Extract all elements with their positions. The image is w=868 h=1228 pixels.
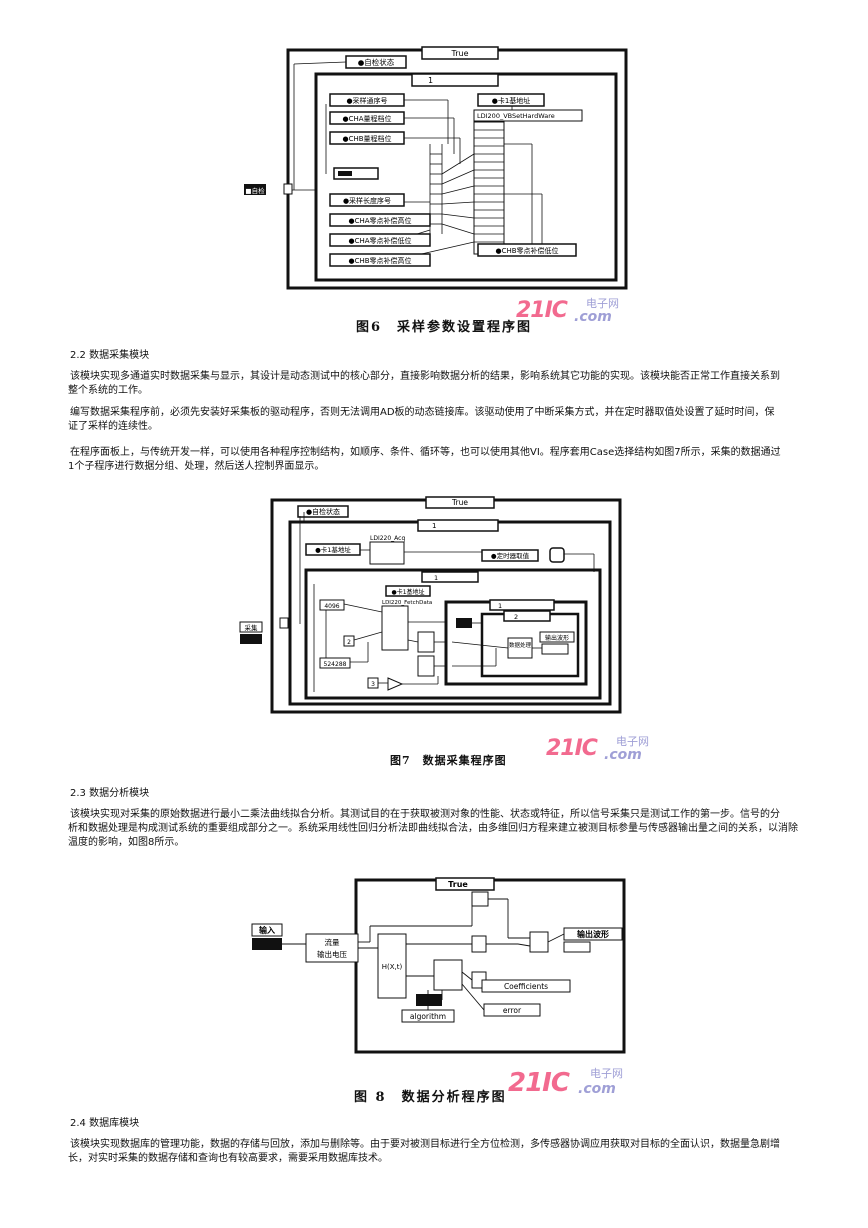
- watermark-1: 21IC 电子网 .com: [516, 298, 619, 324]
- fig6-self-check: ●自检状态: [358, 57, 395, 67]
- fig7-inner-case: 1: [434, 574, 438, 582]
- section-2-2-paragraph-3: 在程序面板上，与传统开发一样，可以使用各种程序控制结构，如顺序、条件、循环等，也…: [68, 447, 781, 472]
- figure-8-diagram: True 输入 流量 输出电压 H(X,t) 输出波形 Coefficients…: [246, 872, 636, 1058]
- fig8-coefficients: Coefficients: [504, 982, 548, 991]
- fig7-timer: ●定时器取值: [491, 551, 530, 560]
- section-2-2-paragraph-2: 编写数据采集程序前，必须先安装好采集板的驱动程序，否则无法调用AD板的动态链接库…: [68, 407, 775, 432]
- fig7-output-wave: 输出波形: [545, 634, 569, 642]
- fig7-const-524288: 524288: [324, 661, 347, 668]
- fig7-case-true: True: [451, 498, 468, 507]
- fig8-algorithm: algorithm: [410, 1012, 446, 1021]
- fig6-sample-length: ●采样长度序号: [343, 196, 391, 205]
- fig6-case-true: True: [451, 49, 469, 58]
- fig7-const-4096: 4096: [324, 603, 339, 610]
- fig6-cha-zero-low: ●CHA零点补偿低位: [348, 236, 411, 245]
- figure-7-caption: 图7 数据采集程序图: [390, 754, 507, 767]
- watermark-cn: 电子网: [616, 735, 649, 748]
- fig7-data-process: 数据处理: [509, 641, 532, 649]
- fig8-output-wave: 输出波形: [577, 929, 609, 939]
- watermark-number: 21IC: [516, 298, 568, 323]
- fig6-cha-zero-high: ●CHA零点补偿高位: [348, 216, 411, 225]
- figure-8-caption: 图 8 数据分析程序图: [354, 1090, 507, 1105]
- section-2-2-heading: 2.2 数据采集模块: [70, 350, 150, 361]
- fig6-chb-zero-low: ●CHB零点补偿低位: [495, 246, 558, 255]
- fig6-base-addr: ●卡1基地址: [492, 96, 531, 105]
- fig7-const-3: 3: [371, 681, 375, 688]
- watermark-cn: 电子网: [586, 297, 619, 310]
- fig7-const-2: 2: [347, 639, 351, 646]
- watermark-2: 21IC 电子网 .com: [546, 736, 649, 762]
- fig8-output-voltage: 输出电压: [317, 949, 347, 959]
- fig6-sample-channel: ●采样通序号: [346, 96, 387, 105]
- watermark-number: 21IC: [508, 1068, 570, 1098]
- watermark-3: 21IC 电子网 .com: [508, 1068, 623, 1098]
- watermark-cn: 电子网: [590, 1067, 623, 1080]
- figure-7-diagram: True ●自检状态 1 ●卡1基地址 LDI220_Acq ●定时器取值 1 …: [238, 492, 628, 718]
- fig6-inner-case: 1: [428, 76, 433, 85]
- watermark-domain: .com: [574, 309, 612, 325]
- section-2-4-heading: 2.4 数据库模块: [70, 1118, 140, 1129]
- section-2-2-paragraph-1: 该模块实现多通道实时数据采集与显示，其设计是动态测试中的核心部分，直接影响数据分…: [68, 371, 780, 396]
- fig7-base-addr: ●卡1基地址: [315, 545, 351, 554]
- fig6-chb-zero-high: ●CHB零点补偿高位: [348, 256, 411, 265]
- fig7-case-2: 2: [514, 613, 518, 621]
- fig6-cha-gain: ●CHA量程档位: [342, 114, 391, 123]
- watermark-domain: .com: [578, 1081, 616, 1097]
- fig7-outer-case: 1: [432, 522, 436, 530]
- section-2-4-paragraph-1: 该模块实现数据库的管理功能，数据的存储与回放，添加与删除等。由于要对被测目标进行…: [68, 1139, 780, 1164]
- figure-6-caption: 图6 采样参数设置程序图: [356, 320, 533, 335]
- fig6-subvi: LDI200_VBSetHardWare: [477, 112, 555, 120]
- section-2-3-heading: 2.3 数据分析模块: [70, 788, 150, 799]
- section-2-3-paragraph-1: 该模块实现对采集的原始数据进行最小二乘法曲线拟合分析。其测试目的在于获取被测对象…: [68, 809, 798, 848]
- watermark-number: 21IC: [546, 736, 598, 761]
- fig8-case-true: True: [448, 880, 468, 889]
- fig7-input-control: 采集: [245, 623, 259, 632]
- fig8-hx: H(X,t): [382, 963, 403, 971]
- fig8-error: error: [503, 1006, 522, 1015]
- fig7-case-1: 1: [498, 602, 502, 610]
- fig7-subvi-acq: LDI220_Acq: [370, 535, 405, 542]
- fig7-base-addr2: ●卡1基地址: [391, 588, 424, 596]
- fig8-flow: 流量: [325, 937, 340, 947]
- fig6-input-control: ■自检: [245, 186, 265, 195]
- fig8-input: 输入: [259, 925, 275, 935]
- fig7-self-check: ●自检状态: [306, 507, 340, 516]
- figure-6-diagram: True ●自检状态 1 ●采样通序号 ●CHA量程档位 ●CHB量程档位 ●卡…: [242, 44, 638, 294]
- fig6-chb-gain: ●CHB量程档位: [342, 134, 391, 143]
- watermark-domain: .com: [604, 747, 642, 763]
- fig7-subvi-fetch: LDI220_FetchData: [382, 600, 432, 606]
